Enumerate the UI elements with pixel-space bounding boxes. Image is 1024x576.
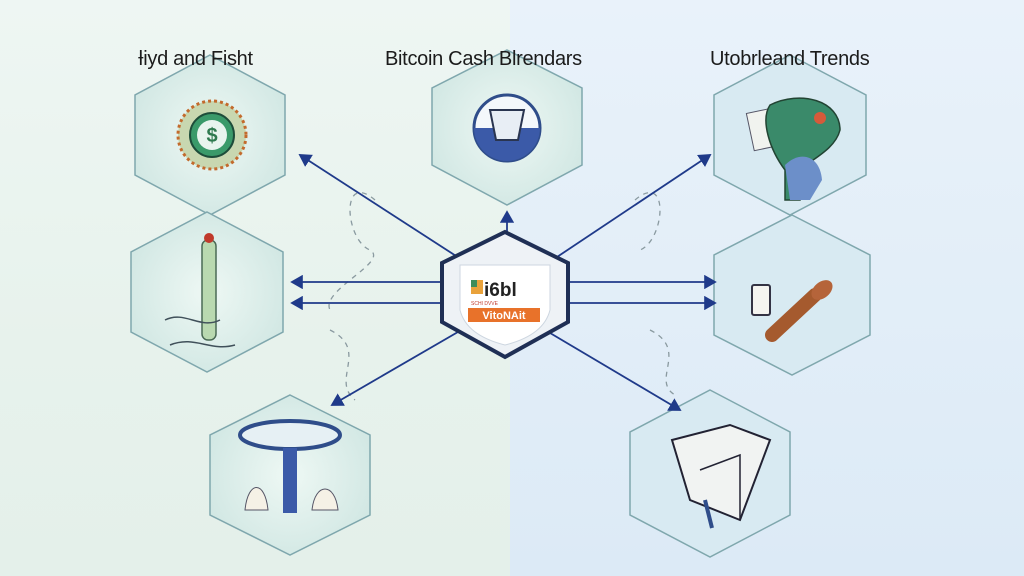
title-right: Utobrleand Trends (710, 48, 870, 70)
center-banner: VitoNAit (482, 310, 526, 322)
dollar-coin-icon: $ (176, 99, 248, 171)
hammer-battery-icon (751, 280, 833, 342)
title-left: Ɨiyd and Fisht (138, 48, 253, 70)
title-center: Bitcoin Cash Blrendars (385, 48, 582, 70)
svg-text:$: $ (206, 125, 217, 147)
robot-head-icon (472, 93, 542, 163)
arrows (290, 154, 717, 411)
hexagon-mid-right (713, 214, 871, 376)
center-subtext: SCHI DVVE (471, 301, 499, 307)
funnel-icon (745, 97, 841, 201)
center-shield: i6bl SCHI DVVE VitoNAit (440, 229, 570, 360)
table-stand-icon (238, 419, 342, 513)
dashed-connectors (328, 191, 676, 401)
test-tube-icon (164, 233, 236, 348)
center-logo-text: i6bl (484, 280, 517, 301)
open-box-icon (670, 423, 772, 529)
